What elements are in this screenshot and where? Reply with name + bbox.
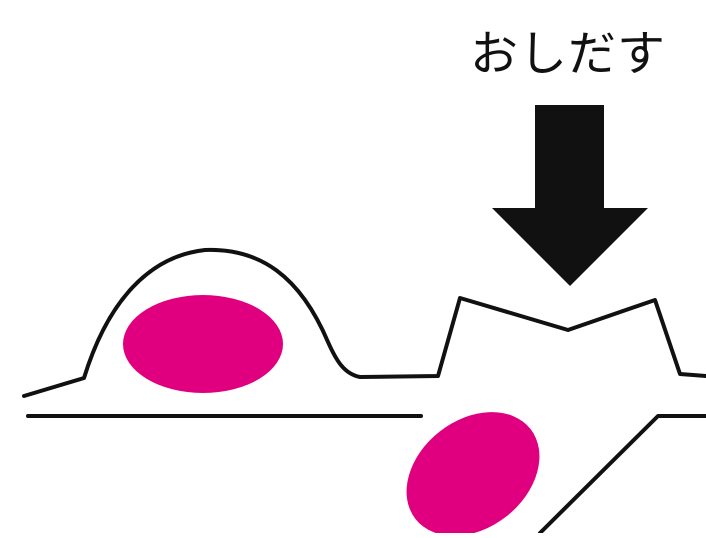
push-label: おしだす — [470, 26, 667, 82]
upper-outline — [22, 247, 706, 398]
arrow-down-icon — [492, 105, 648, 286]
upper-blob — [123, 295, 283, 393]
lower-right-line — [538, 414, 706, 535]
lower-blob — [406, 412, 540, 536]
